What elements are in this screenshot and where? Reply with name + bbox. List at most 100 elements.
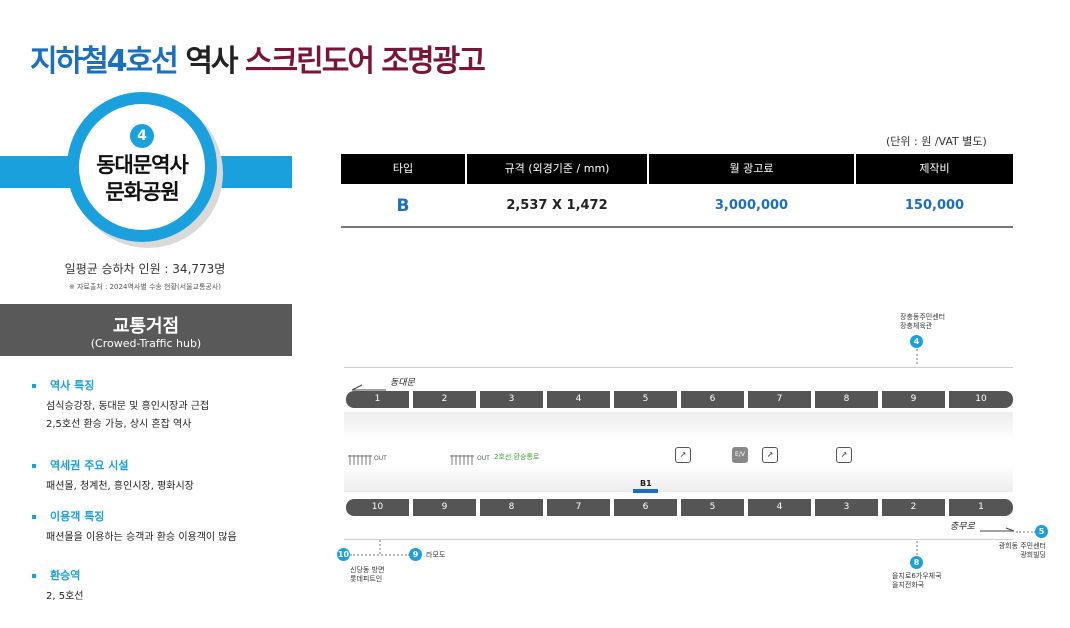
transfer-passage-label: 2호선 환승통로 xyxy=(494,452,539,462)
section-text: 섬식승강장, 동대문 및 흥인시장과 근접 xyxy=(46,401,210,412)
door-bottom: 6 xyxy=(614,499,677,516)
exit-8-badge: 8 xyxy=(910,556,923,569)
exit-5-label: 광희동 주민센터 광희빌딩 xyxy=(998,542,1046,560)
section-title-text: 이용객 특징 xyxy=(50,510,105,523)
door-bottom: 3 xyxy=(815,499,878,516)
table-cell-type: B xyxy=(396,196,410,216)
door-top: 8 xyxy=(815,391,878,408)
unit-note: (단위 : 원 /VAT 별도) xyxy=(886,135,987,148)
door-bottom: 2 xyxy=(882,499,945,516)
direction-arrow-icon xyxy=(980,520,1016,532)
exit-8-label: 을지로6가우체국 을지전화국 xyxy=(892,572,942,590)
section-title: 역세권 주요 시설 xyxy=(32,457,129,473)
direction-bottom-label: 충무로 xyxy=(950,522,975,532)
exit-10-badge: 10 xyxy=(337,548,350,561)
door-top: 3 xyxy=(480,391,543,408)
daily-riders: 일평균 승하차 인원 : 34,773명 xyxy=(64,262,226,276)
current-location-marker xyxy=(633,489,658,493)
elevator-icon: E/V xyxy=(732,447,748,463)
escalator-icon: ↗ xyxy=(675,447,691,463)
exit-9-label: 라모도 xyxy=(426,551,446,559)
exit-9-badge: 9 xyxy=(409,548,422,561)
table-header-monthly-fee: 월 광고료 xyxy=(649,154,854,184)
table-cell-monthly-fee: 3,000,000 xyxy=(714,198,789,213)
hub-subtitle: (Crowed-Traffic hub) xyxy=(90,337,202,350)
section-title-text: 역세권 주요 시설 xyxy=(50,459,129,472)
exit-5-path xyxy=(1016,531,1036,533)
section-title-text: 역사 특징 xyxy=(50,379,95,392)
door-bottom: 10 xyxy=(346,499,409,516)
exit-10-label: 신당동 방면 롯데피트인 xyxy=(350,566,384,584)
exit-9-path xyxy=(350,554,410,556)
exit-label-line: 롯데피트인 xyxy=(350,575,383,583)
table-cell-size: 2,537 X 1,472 xyxy=(506,198,608,213)
title-line: 지하철4호선 xyxy=(30,44,179,79)
exit-4-badge: 4 xyxy=(910,335,923,348)
exit-label-line: 을지로6가우체국 xyxy=(892,572,942,580)
track-top-line xyxy=(344,367,1013,368)
door-bottom: 4 xyxy=(748,499,811,516)
door-top: 7 xyxy=(748,391,811,408)
direction-arrow-icon xyxy=(350,376,386,391)
bullet-icon xyxy=(32,384,36,388)
exit-4-label: 장충동주민센터 장충체육관 xyxy=(900,313,945,331)
door-top: 10 xyxy=(949,391,1013,408)
exit-4-path xyxy=(916,349,918,364)
exit-label-line: 장충동주민센터 xyxy=(900,313,946,321)
door-bottom: 8 xyxy=(480,499,543,516)
exit-10-path xyxy=(379,540,381,554)
title-product: 스크린도어 조명광고 xyxy=(244,44,486,79)
door-top: 9 xyxy=(882,391,945,408)
bullet-icon xyxy=(32,464,36,468)
door-bottom: 5 xyxy=(681,499,744,516)
exit-label-line: 장충체육관 xyxy=(900,322,933,330)
section-title: 역사 특징 xyxy=(32,377,94,393)
exit-label-line: 광희동 주민센터 xyxy=(998,542,1046,550)
out-label: OUT xyxy=(477,455,490,462)
hub-title: 교통거점 xyxy=(112,316,180,337)
table-cell-production-fee: 150,000 xyxy=(904,198,965,213)
station-name: 동대문역사 문화공원 xyxy=(79,152,205,206)
section-title-text: 환승역 xyxy=(50,569,81,582)
door-top: 4 xyxy=(547,391,610,408)
stairs-icon xyxy=(348,450,372,465)
door-top: 5 xyxy=(614,391,677,408)
table-header-size: 규격 (외경기준 / mm) xyxy=(467,154,647,184)
data-source: ※ 자료출처 : 2024역사별 수송 현황(서울교통공사) xyxy=(68,283,222,291)
section-title: 이용객 특징 xyxy=(32,508,104,524)
line-number-badge: 4 xyxy=(130,124,154,148)
escalator-icon: ↗ xyxy=(762,447,778,463)
track-bottom-line xyxy=(344,539,1013,540)
exit-label-line: 을지전화국 xyxy=(892,581,925,589)
station-name-line1: 동대문역사 xyxy=(96,153,189,177)
escalator-icon: ↗ xyxy=(836,447,852,463)
transfer-line-text: 2호선 환승통로 xyxy=(494,453,540,461)
title-station: 역사 xyxy=(185,44,238,79)
stairs-icon xyxy=(450,450,474,465)
out-label: OUT xyxy=(374,455,387,462)
floor-label: B1 xyxy=(640,479,652,488)
section-text: 패션몰을 이용하는 승객과 환승 이용객이 많음 xyxy=(46,532,237,543)
section-title: 환승역 xyxy=(32,567,80,583)
table-bottom-rule xyxy=(341,226,1013,228)
bullet-icon xyxy=(32,515,36,519)
section-text: 2, 5호선 xyxy=(46,591,84,602)
door-top: 6 xyxy=(681,391,744,408)
table-header-type: 타입 xyxy=(341,154,465,184)
table-header-production-fee: 제작비 xyxy=(856,154,1013,184)
section-text: 2,5호선 환승 가능, 상시 혼잡 역사 xyxy=(46,419,192,430)
exit-label-line: 신당동 방면 xyxy=(350,566,385,574)
exit-8-path xyxy=(916,541,918,555)
door-bottom: 7 xyxy=(547,499,610,516)
page-title: 지하철4호선 역사 스크린도어 조명광고 xyxy=(30,36,486,80)
exit-5-badge: 5 xyxy=(1035,525,1048,538)
section-text: 패션몰, 청계천, 흥인시장, 평화시장 xyxy=(46,481,194,492)
traffic-hub-banner: 교통거점 (Crowed-Traffic hub) xyxy=(0,304,292,356)
exit-label-line: 광희빌딩 xyxy=(1020,551,1046,559)
direction-top-label: 동대문 xyxy=(390,378,415,388)
door-bottom: 9 xyxy=(413,499,476,516)
station-name-line2: 문화공원 xyxy=(105,180,179,204)
bullet-icon xyxy=(32,574,36,578)
door-bottom: 1 xyxy=(949,499,1013,516)
door-top: 2 xyxy=(413,391,476,408)
